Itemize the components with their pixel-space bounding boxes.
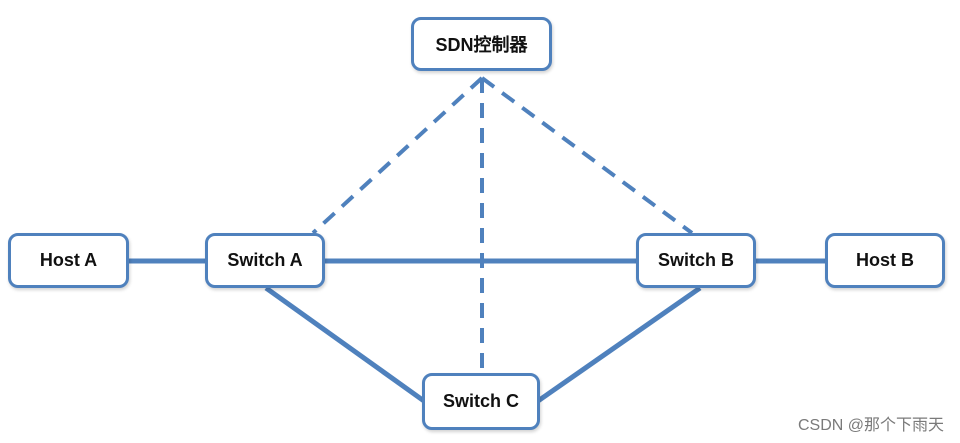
control-link-sdn-switch-a [311,76,484,235]
switch-c-node: Switch C [422,373,540,430]
csdn-watermark: CSDN @那个下雨天 [797,417,944,434]
switch-c-label: Switch C [442,391,519,411]
control-link-sdn-switch-b [480,76,694,235]
host-a-node: Host A [8,233,129,288]
sdn-controller-node: SDN控制器 [411,17,552,71]
switch-b-label: Switch B [657,250,734,270]
host-a-label: Host A [39,250,98,270]
sdn-controller-label: SDN控制器 [435,35,528,55]
host-b-node: Host B [825,233,945,288]
data-link-switch-c-switch-b [536,285,702,404]
host-b-label: Host B [856,250,914,270]
switch-a-label: Switch A [227,250,303,270]
switch-b-node: Switch B [636,233,756,288]
switch-a-node: Switch A [205,233,325,288]
data-link-switch-a-switch-c [264,285,426,404]
